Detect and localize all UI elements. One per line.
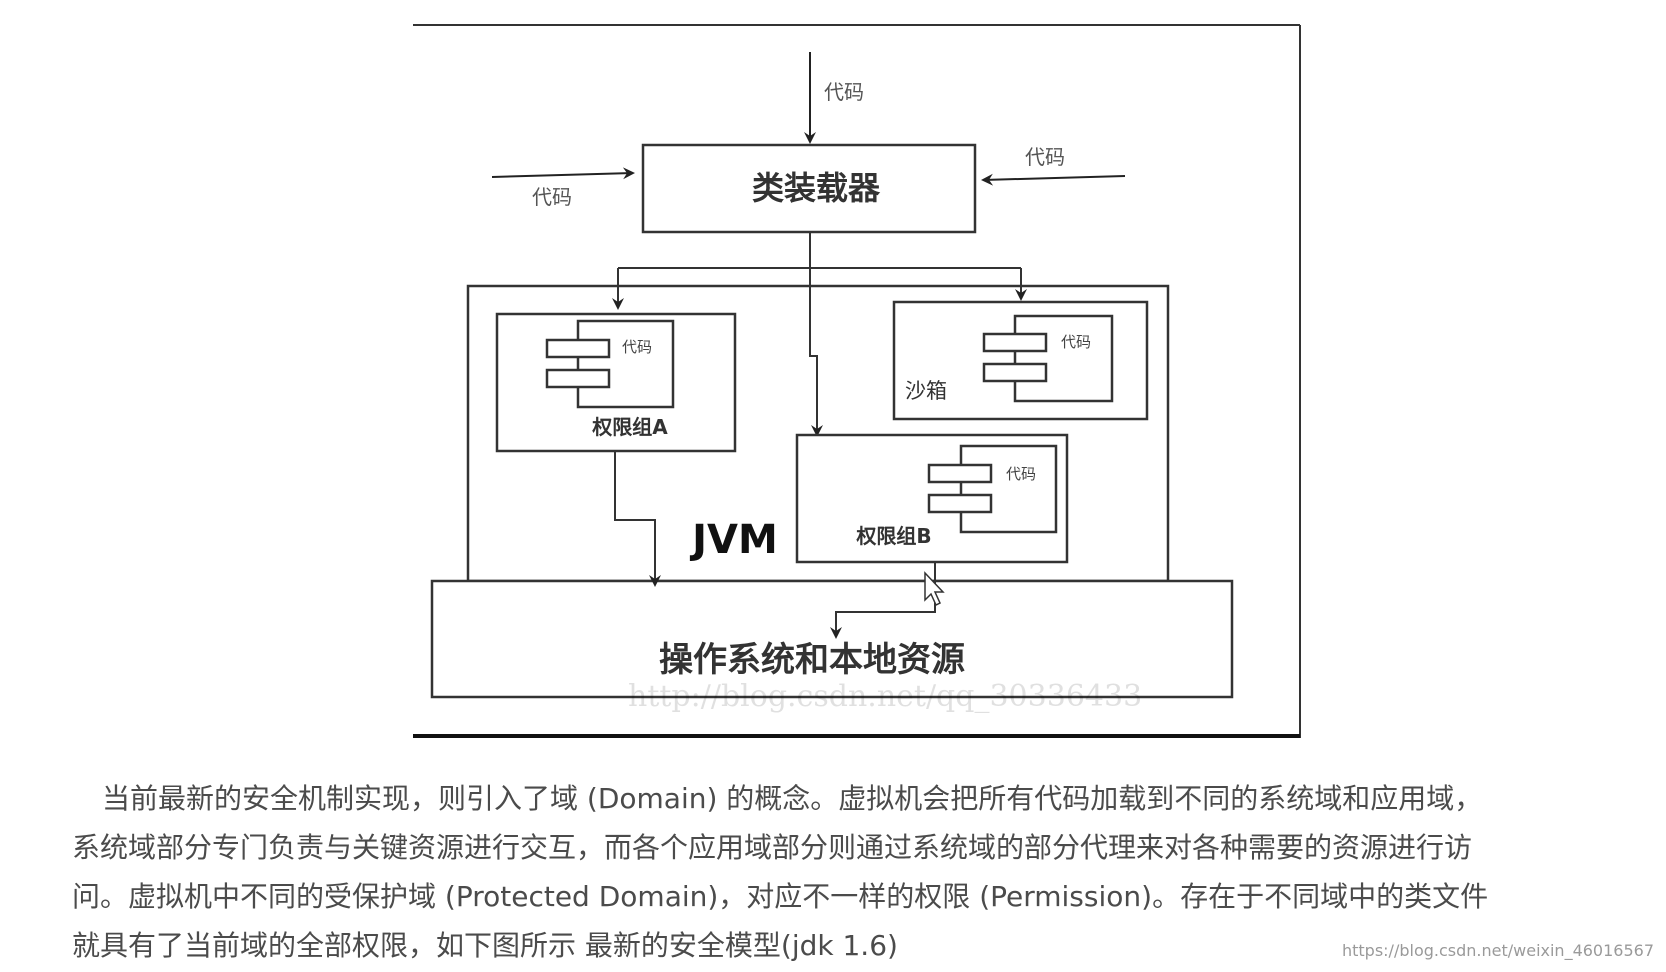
perm-group-b-label: 权限组B [855, 524, 931, 548]
code-arrow-right: 代码 [981, 145, 1126, 186]
os-resources-box: 操作系统和本地资源 [430, 579, 1234, 699]
class-loader-box: 类装载器 [641, 143, 977, 234]
paragraph-line-3: 问。虚拟机中不同的受保护域 (Protected Domain)，对应不一样的权… [72, 880, 1489, 913]
figure-watermark: http://blog.csdn.net/qq_30336433 [628, 679, 1142, 714]
component-icon-b [927, 444, 1058, 534]
jvm-security-model-diagram: 代码 代码 代码 类装载器 JVM 代码 权限组A [413, 24, 1301, 738]
component-icon-sandbox [982, 314, 1114, 403]
paragraph-line-2: 系统域部分专门负责与关键资源进行交互，而各个应用域部分则通过系统域的部分代理来对… [72, 831, 1473, 864]
code-label-sandbox: 代码 [1061, 333, 1091, 351]
sandbox-label: 沙箱 [905, 379, 947, 403]
perm-group-a-label: 权限组A [591, 415, 668, 439]
cursor-icon [924, 571, 945, 607]
permission-group-b: 代码 权限组B [795, 433, 1069, 564]
permission-group-a: 代码 权限组A [495, 312, 737, 453]
jvm-label: JVM [689, 517, 778, 563]
code-label-b: 代码 [1006, 465, 1036, 483]
code-arrow-left: 代码 [491, 167, 635, 209]
page-watermark: https://blog.csdn.net/weixin_46016567 [1341, 941, 1654, 960]
figure-frame [413, 24, 1301, 738]
jvm-container: JVM [466, 284, 1170, 583]
code-label-top: 代码 [824, 80, 864, 104]
code-label-right: 代码 [1025, 145, 1065, 169]
loader-connectors [612, 232, 1027, 437]
os-label: 操作系统和本地资源 [659, 640, 965, 680]
paragraph-line-4: 就具有了当前域的全部权限，如下图所示 最新的安全模型(jdk 1.6) [72, 929, 898, 962]
sandbox-box: 代码 沙箱 [892, 300, 1149, 421]
paragraph-line-1: 当前最新的安全机制实现，则引入了域 (Domain) 的概念。虚拟机会把所有代码… [102, 782, 1483, 815]
code-arrow-top: 代码 [804, 52, 864, 144]
code-label-left: 代码 [532, 185, 572, 209]
class-loader-label: 类装载器 [752, 169, 881, 207]
code-label-a: 代码 [622, 338, 652, 356]
component-icon-a [545, 319, 675, 409]
description-paragraph: 当前最新的安全机制实现，则引入了域 (Domain) 的概念。虚拟机会把所有代码… [72, 774, 1652, 970]
